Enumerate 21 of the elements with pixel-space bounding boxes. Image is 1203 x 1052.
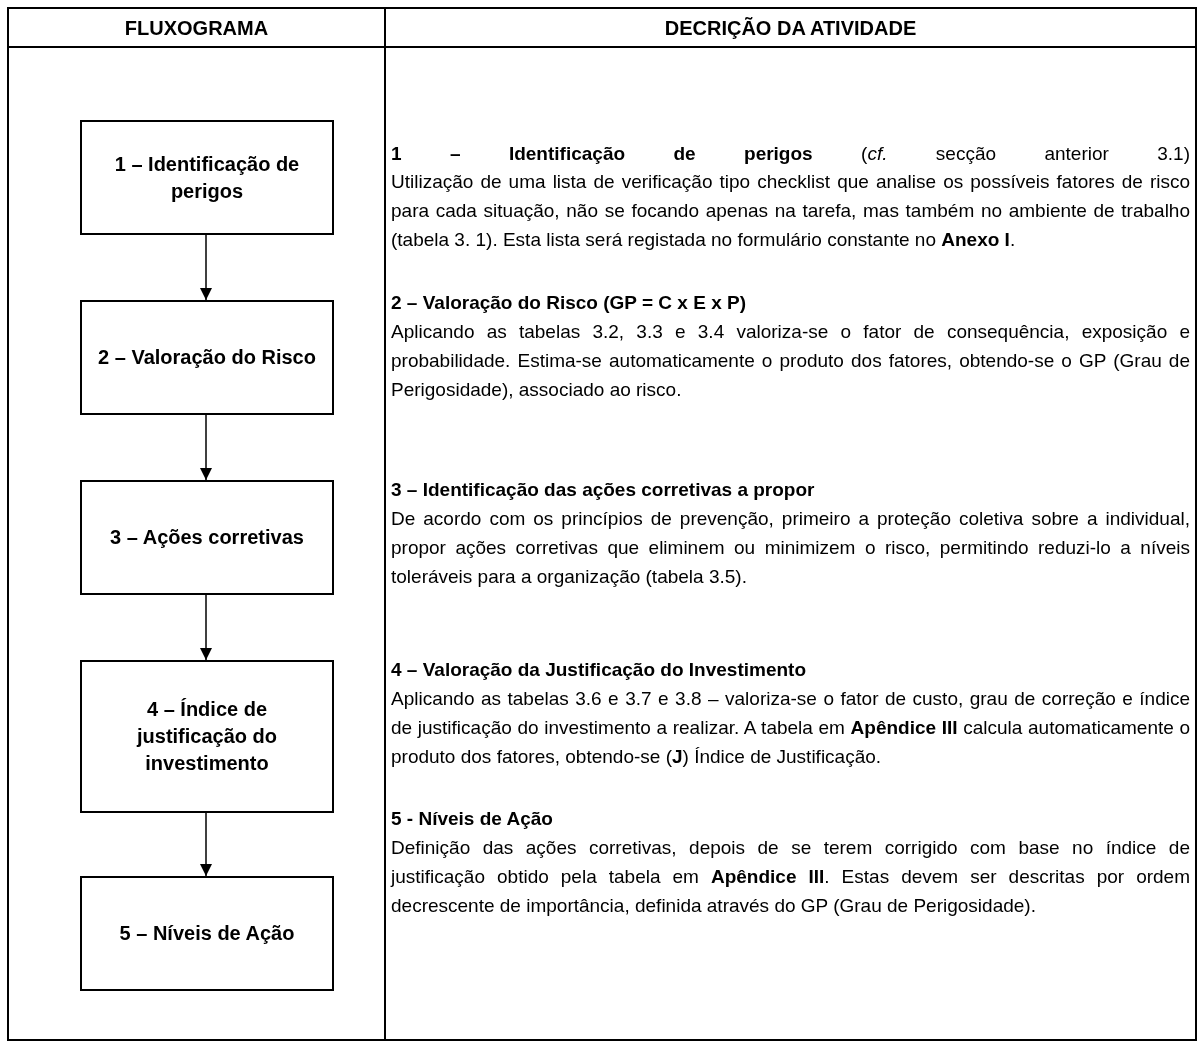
description-text: De acordo com os princípios de prevenção, primeiro a proteção coletiva sobre a individual, propor ações corretivas que eliminem ou minimizem o risco, permitindo reduzi-lo a níveis toleráveis para a organização (tabela 3.5). xyxy=(391,507,1190,589)
process-box: 1 – Identificação de perigos xyxy=(80,120,334,235)
step-heading: 5 - Níveis de Ação xyxy=(391,807,554,831)
description-text: Aplicando as tabelas 3.2, 3.3 e 3.4 valoriza-se o fator de consequência, exposição e probabilidade. Estima-se automaticamente o produto dos fatores, obtendo-se o GP (Grau de Perigosidade), associado ao risco. xyxy=(391,320,1190,402)
process-box: 4 – Índice de justificação do investimento xyxy=(80,660,334,813)
step-heading: 3 – Identificação das ações corretivas a propor xyxy=(391,478,816,502)
arrow xyxy=(200,812,212,877)
step-heading: 2 – Valoração do Risco (GP = C x E x P) xyxy=(391,291,747,315)
column-header: FLUXOGRAMA xyxy=(123,15,270,41)
description-text: Aplicando as tabelas 3.6 e 3.7 e 3.8 – valoriza-se o fator de custo, grau de correção e índice de justificação do investimento a realizar. A tabela em Apêndice III calcula automaticamente o produto dos fatores, obtendo-se (J) Índice de Justificação. xyxy=(391,687,1190,769)
process-box: 3 – Ações corretivas xyxy=(80,480,334,595)
column-header: DECRIÇÃO DA ATIVIDADE xyxy=(663,15,918,41)
description-text: Definição das ações corretivas, depois de se terem corrigido com base no índice de justificação obtido pela tabela em Apêndice III. Estas devem ser descritas por ordem decrescente de importância, definida através do GP (Grau de Perigosidade). xyxy=(391,836,1190,918)
process-box: 2 – Valoração do Risco xyxy=(80,300,334,415)
description-text: Utilização de uma lista de verificação tipo checklist que analise os possíveis fatores de risco para cada situação, não se focando apenas na tarefa, mas também no ambiente de trabalho (tabela 3. 1). Esta lista será registada no formulário constante no Anexo I. xyxy=(391,170,1190,252)
arrow xyxy=(200,594,212,661)
step-heading: 4 – Valoração da Justificação do Investimento xyxy=(391,658,807,682)
arrow xyxy=(200,234,212,301)
step-heading: 1 – Identificação de perigos (cf. secção anterior 3.1) xyxy=(391,142,1190,166)
process-box: 5 – Níveis de Ação xyxy=(80,876,334,991)
arrow xyxy=(200,414,212,481)
